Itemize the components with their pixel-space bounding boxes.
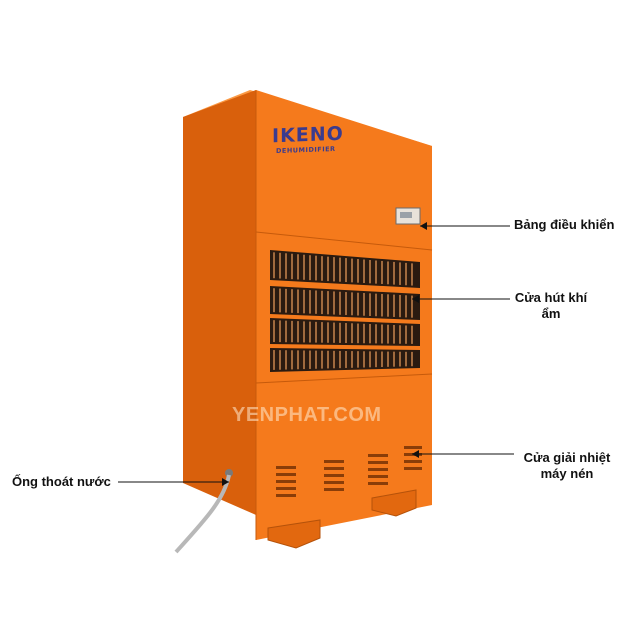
label-air-intake: Cửa hút khí ẩm xyxy=(500,290,602,322)
callout-arrows xyxy=(118,222,514,486)
vent-slot-group xyxy=(368,454,388,485)
label-drain-pipe: Ống thoát nước xyxy=(12,474,111,489)
vent-slot-group xyxy=(276,466,296,497)
compressor-vents xyxy=(276,446,422,497)
unit-side-face xyxy=(183,90,256,515)
label-control-panel: Bảng điều khiển xyxy=(514,217,615,232)
front-panel-seam xyxy=(255,231,433,251)
vent-slot-group xyxy=(324,460,344,491)
label-compressor-vent-line1: Cửa giải nhiệt xyxy=(523,450,611,465)
brand-logo: IKENO xyxy=(272,122,344,148)
label-compressor-vent: Cửa giải nhiệt máy nén xyxy=(512,450,622,482)
label-air-intake-line2: ẩm xyxy=(541,306,561,321)
watermark: YENPHAT.COM xyxy=(232,404,382,426)
arrowhead-icon xyxy=(420,222,427,230)
arrowhead-icon xyxy=(222,478,229,486)
arrowhead-icon xyxy=(412,450,419,458)
unit-foot-left xyxy=(267,519,321,549)
grille-louvers xyxy=(273,252,413,370)
label-compressor-vent-line2: máy nén xyxy=(540,466,594,481)
control-panel-screen xyxy=(400,212,412,218)
front-panel-seam xyxy=(255,373,433,384)
arrowhead-icon xyxy=(412,295,419,303)
unit-foot-right xyxy=(371,489,417,517)
label-air-intake-line1: Cửa hút khí xyxy=(514,290,588,305)
